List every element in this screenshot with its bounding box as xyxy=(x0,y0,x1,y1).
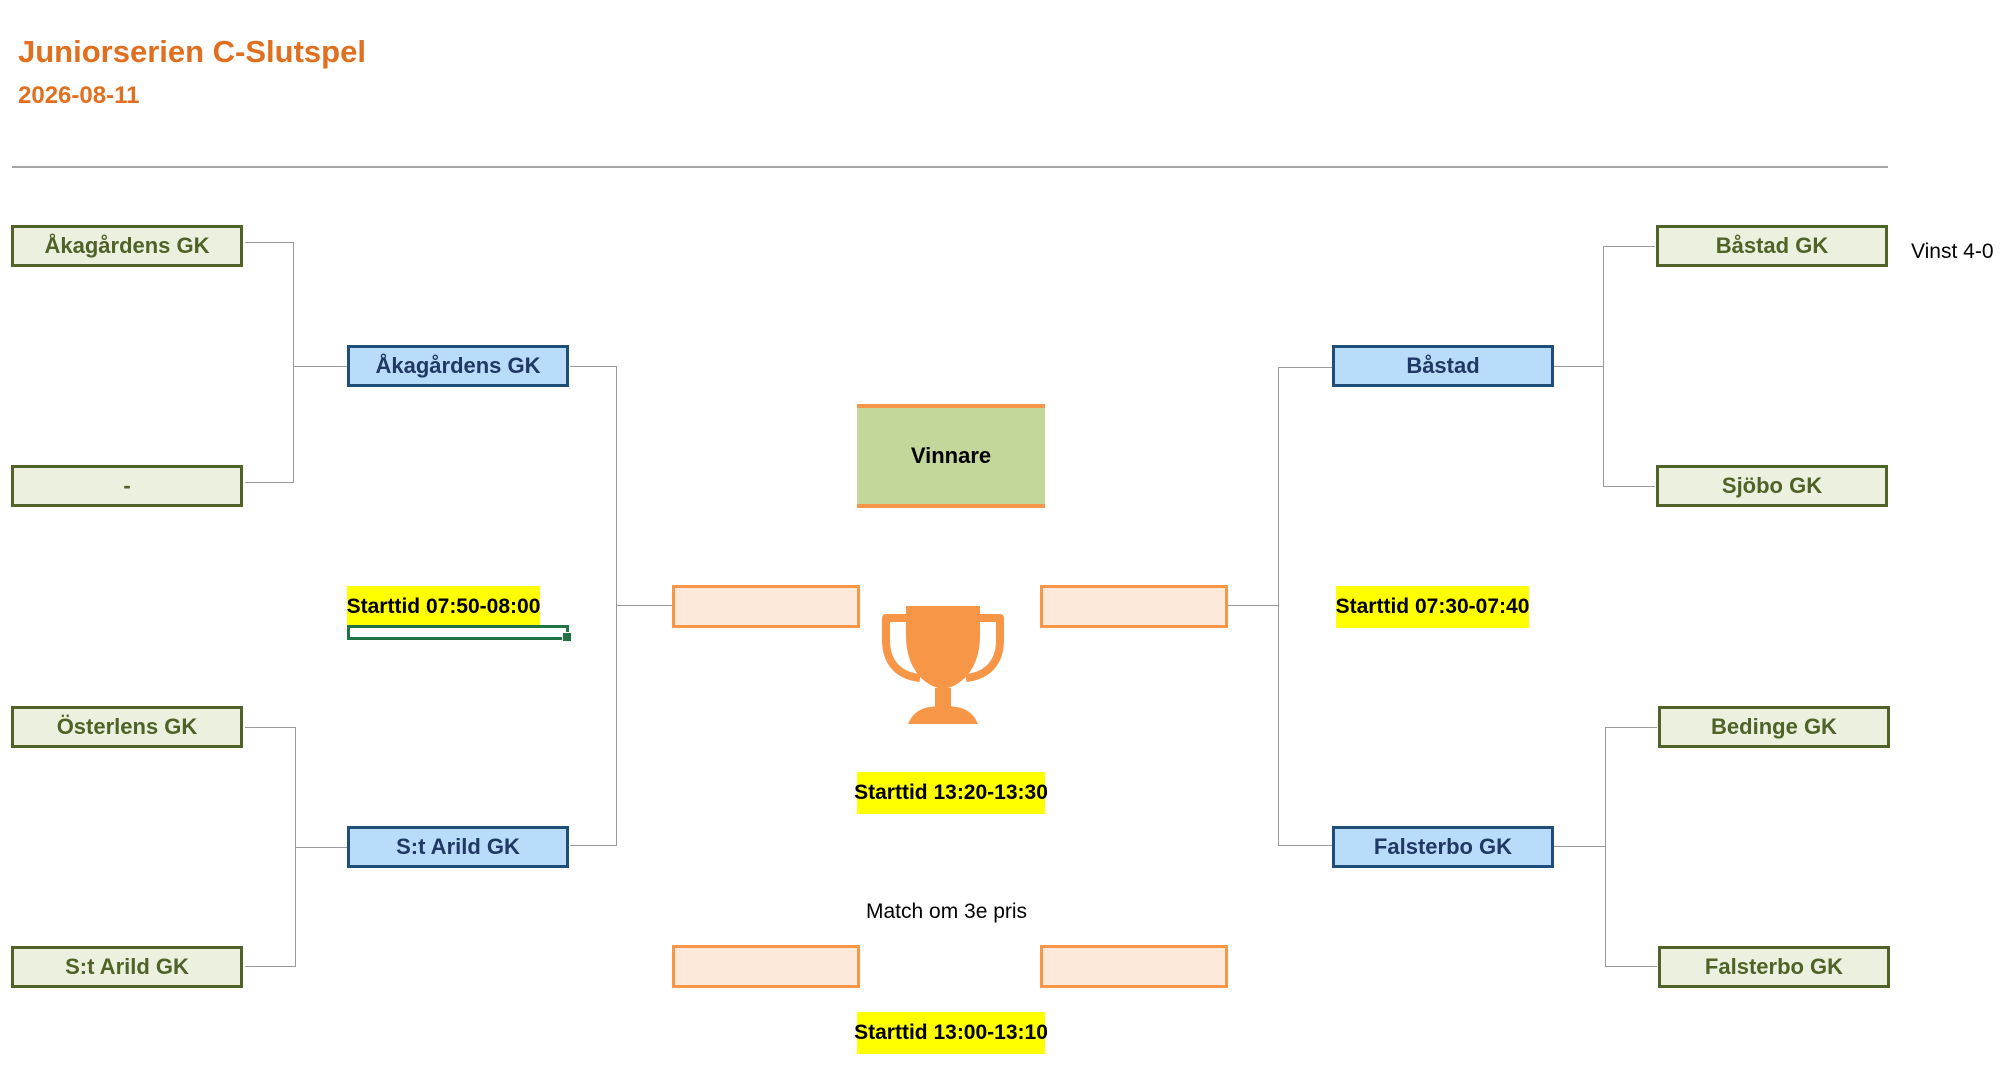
third-place-right-slot[interactable] xyxy=(1040,945,1228,988)
event-date: 2026-08-11 xyxy=(18,82,140,109)
right-start-time: Starttid 07:30-07:40 xyxy=(1336,586,1529,628)
right-r2-team-1[interactable]: Båstad xyxy=(1332,345,1554,387)
winner-box[interactable]: Vinnare xyxy=(857,404,1045,508)
semifinal-right-slot[interactable] xyxy=(1040,585,1228,628)
selected-cell[interactable] xyxy=(347,625,569,640)
right-r1-team-3[interactable]: Bedinge GK xyxy=(1658,706,1890,748)
right-r1-team-4[interactable]: Falsterbo GK xyxy=(1658,946,1890,988)
left-r1-team-1[interactable]: Åkagårdens GK xyxy=(11,225,243,267)
semifinal-left-slot[interactable] xyxy=(672,585,860,628)
fill-handle[interactable] xyxy=(562,632,572,642)
third-place-label: Match om 3e pris xyxy=(866,900,1028,923)
right-r1-team-2[interactable]: Sjöbo GK xyxy=(1656,465,1888,507)
header-divider xyxy=(12,166,1888,168)
right-r1-team-1[interactable]: Båstad GK xyxy=(1656,225,1888,267)
third-place-left-slot[interactable] xyxy=(672,945,860,988)
left-r2-team-2[interactable]: S:t Arild GK xyxy=(347,826,569,868)
final-start-time: Starttid 13:20-13:30 xyxy=(854,772,1048,814)
left-r1-team-3[interactable]: Österlens GK xyxy=(11,706,243,748)
left-start-time: Starttid 07:50-08:00 xyxy=(347,586,540,628)
page-title: Juniorserien C-Slutspel xyxy=(18,34,366,69)
third-place-start-time: Starttid 13:00-13:10 xyxy=(854,1012,1048,1054)
right-r2-team-2[interactable]: Falsterbo GK xyxy=(1332,826,1554,868)
trophy-icon xyxy=(882,606,1004,724)
left-r2-team-1[interactable]: Åkagårdens GK xyxy=(347,345,569,387)
left-r1-team-2[interactable]: - xyxy=(11,465,243,507)
result-note: Vinst 4-0 xyxy=(1911,240,1994,263)
left-r1-team-4[interactable]: S:t Arild GK xyxy=(11,946,243,988)
